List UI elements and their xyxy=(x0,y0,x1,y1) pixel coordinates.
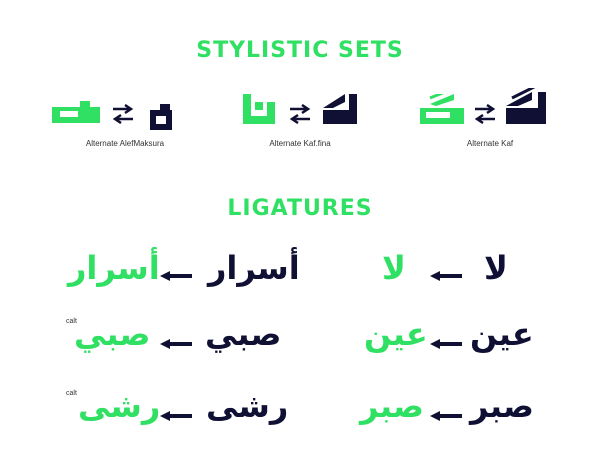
alternate-glyph xyxy=(420,88,464,124)
ligature-result: رشى xyxy=(78,387,161,425)
ligature-result: لا xyxy=(382,249,406,287)
alternate-glyph xyxy=(243,94,275,124)
ligature-source: صبي xyxy=(205,315,282,353)
arrow-left-icon xyxy=(430,334,462,349)
feature-tag: calt xyxy=(66,318,77,325)
ligature-source: أسرار xyxy=(208,249,300,287)
ligature-result: عين xyxy=(364,315,428,353)
stylistic-set-label: Alternate AlefMaksura xyxy=(85,139,165,148)
feature-tag: calt xyxy=(66,390,77,397)
arrow-left-icon xyxy=(160,406,192,421)
swap-arrows-icon xyxy=(288,103,312,125)
swap-arrows-icon xyxy=(111,103,135,125)
alternate-glyph xyxy=(52,101,100,123)
original-glyph xyxy=(323,94,357,124)
arrow-left-icon xyxy=(430,266,462,281)
ligatures-heading: LIGATURES xyxy=(227,196,373,221)
ligature-source: صبر xyxy=(470,387,534,425)
ligature-source: رشى xyxy=(206,387,289,425)
swap-arrows-icon xyxy=(473,103,497,125)
arrow-left-icon xyxy=(160,334,192,349)
stylistic-set-label: Alternate Kaf xyxy=(466,139,514,148)
ligature-source: لا xyxy=(484,249,508,287)
arrow-left-icon xyxy=(430,406,462,421)
ligature-result-text: أسرار xyxy=(68,249,160,287)
ligature-result: أسرار xyxy=(68,252,160,284)
ligature-source: عين xyxy=(470,315,534,353)
arrow-left-icon xyxy=(160,266,192,281)
ligature-result: صبي xyxy=(74,315,151,353)
stylistic-set-label: Alternate Kaf.fina xyxy=(269,139,331,148)
ligature-result: صبر xyxy=(360,387,424,425)
stylistic-sets-heading: STYLISTIC SETS xyxy=(196,38,404,63)
original-glyph xyxy=(506,84,546,124)
original-glyph xyxy=(146,102,176,132)
